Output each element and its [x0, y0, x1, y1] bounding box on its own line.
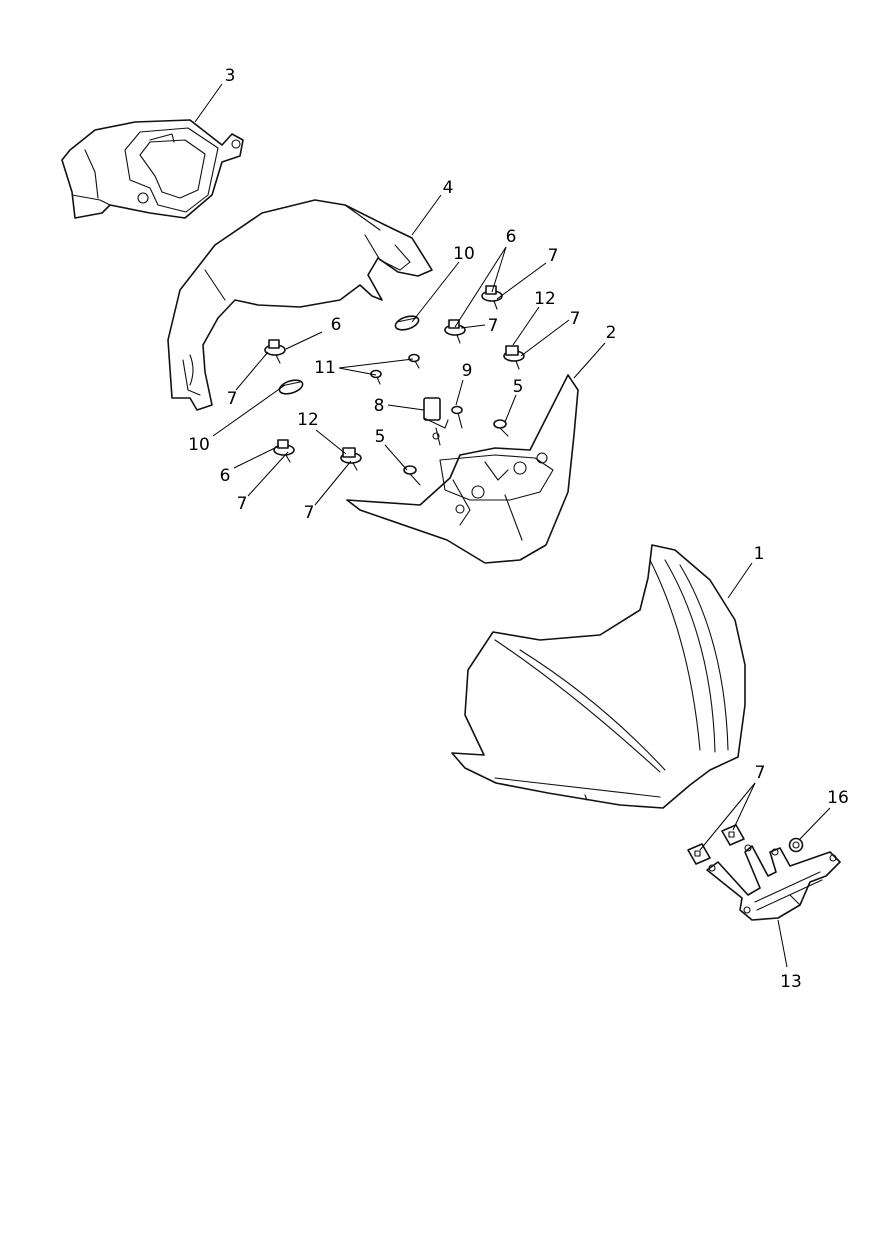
part-1-fairing: [451, 544, 746, 809]
callout-labels: 3 4 10 6 7 12 7 2 7 6 11 9 5 7 8 12 5 10…: [188, 66, 849, 992]
callout-2: 2: [606, 323, 617, 343]
callout-7: 7: [227, 389, 238, 409]
callout-10: 10: [453, 244, 475, 264]
screw-9: [451, 405, 463, 429]
callout-7: 7: [570, 309, 581, 329]
callout-6: 6: [331, 315, 342, 335]
screw-washer-set-right: [503, 345, 525, 370]
callout-9: 9: [462, 361, 473, 381]
screw-11-left: [370, 369, 382, 385]
screw-washer-set-lower-left: [273, 439, 295, 463]
callout-7: 7: [488, 316, 499, 336]
grommet-10-upper: [394, 315, 420, 331]
part-4-inner-cowl: [167, 199, 433, 411]
fasteners: [264, 285, 525, 486]
screw-washer-set-lower-middle: [340, 447, 362, 471]
callout-8: 8: [374, 396, 385, 416]
callout-7: 7: [548, 246, 559, 266]
callout-10: 10: [188, 435, 210, 455]
leader-lines: [194, 83, 831, 968]
callout-12: 12: [297, 410, 319, 430]
callout-7: 7: [755, 763, 766, 783]
screw-washer-set-middle: [444, 319, 466, 344]
callout-7: 7: [237, 494, 248, 514]
part-2-headlight-support: [346, 374, 579, 564]
screw-11-right: [408, 353, 420, 369]
callout-6: 6: [220, 466, 231, 486]
rivet-5-right: [493, 419, 509, 437]
callout-12: 12: [534, 289, 556, 309]
part-3-instrument-surround: [61, 119, 244, 219]
screw-washer-set-upper-left: [264, 339, 286, 364]
callout-1: 1: [754, 544, 765, 564]
callout-5: 5: [375, 427, 386, 447]
rivet-5-left: [403, 465, 421, 486]
clip-nuts-7: [687, 824, 745, 865]
callout-7: 7: [304, 503, 315, 523]
part-16-grommet: [788, 837, 804, 853]
callout-5: 5: [513, 377, 524, 397]
callout-16: 16: [827, 788, 849, 808]
callout-6: 6: [506, 227, 517, 247]
callout-11: 11: [314, 358, 336, 378]
callout-4: 4: [443, 178, 454, 198]
callout-3: 3: [225, 66, 236, 86]
part-13-bracket: [706, 844, 841, 921]
callout-13: 13: [780, 972, 802, 992]
connector-8: [423, 397, 449, 446]
